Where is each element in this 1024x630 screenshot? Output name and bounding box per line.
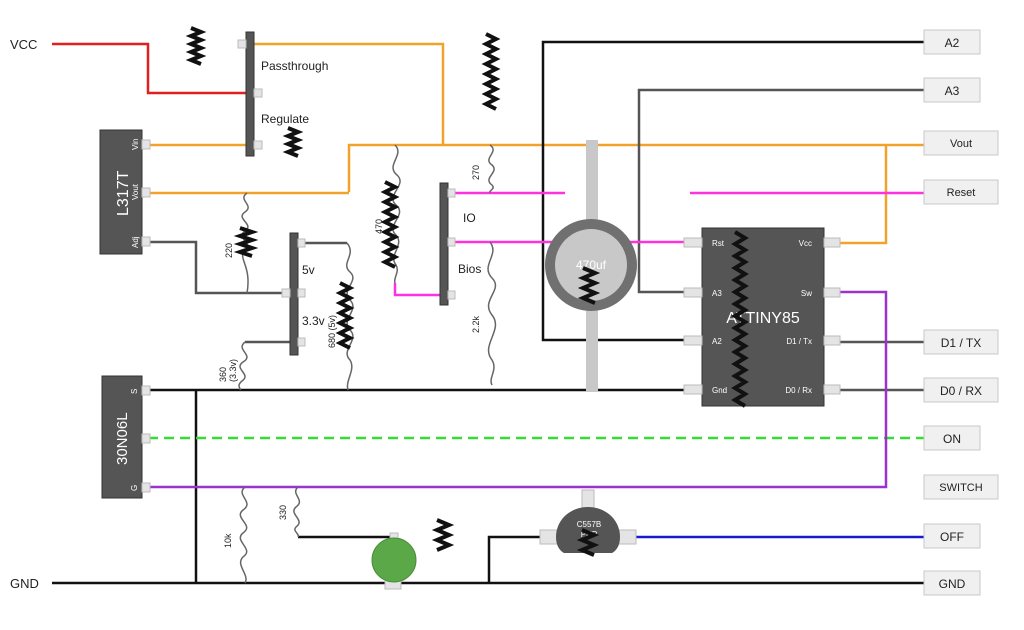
mcu-attiny85 xyxy=(683,227,841,407)
resistor-2k2-label: 2.2k xyxy=(471,315,481,333)
connector-vout-label: Vout xyxy=(950,138,972,150)
wire-vcc xyxy=(52,42,246,95)
connector-a2[interactable]: A2 xyxy=(923,29,981,55)
wire-vout-bus xyxy=(347,143,924,192)
wire-a2 xyxy=(541,40,924,342)
connector-d1-tx-label: D1 / TX xyxy=(941,336,981,350)
mcu-pin-sw: Sw xyxy=(801,289,812,298)
mcu-pin-gnd: Gnd xyxy=(712,386,727,395)
resistor-220-label: 220 xyxy=(224,243,234,258)
scribble-3 xyxy=(282,126,304,158)
resistor-360-label: 360(3.3v) xyxy=(218,359,238,382)
res-680 xyxy=(345,242,354,391)
connector-d1-tx[interactable]: D1 / TX xyxy=(923,329,999,355)
resistor-270-label: 270 xyxy=(471,165,481,180)
connector-vout[interactable]: Vout xyxy=(923,130,999,156)
scribble-8 xyxy=(731,230,749,408)
connector-off-label: OFF xyxy=(940,530,964,544)
capacitor-470uf xyxy=(545,140,637,392)
transistor-name: C557B xyxy=(577,520,601,529)
connector-on-label: ON xyxy=(943,432,961,446)
connector-reset-label: Reset xyxy=(947,187,976,199)
wires xyxy=(52,40,924,585)
status-led xyxy=(371,532,417,590)
mcu-pin-a3: A3 xyxy=(712,289,722,298)
io-bios-switch[interactable] xyxy=(439,182,456,306)
scribble-6 xyxy=(335,281,355,350)
scribble-2 xyxy=(481,32,501,111)
mcu-pin-a2: A2 xyxy=(712,337,722,346)
connector-gnd-label: GND xyxy=(939,577,966,591)
scribble-10 xyxy=(576,528,600,557)
voltage-select-switch[interactable] xyxy=(281,232,306,356)
mosfet-pin-g: G xyxy=(130,485,139,491)
resistor-10k-label: 10k xyxy=(223,533,233,548)
mosfet-pin-s: S xyxy=(130,389,139,394)
mosfet-name: 30N06L xyxy=(114,412,131,465)
mosfet-30n06l xyxy=(101,375,151,499)
connector-a3[interactable]: A3 xyxy=(923,77,981,103)
res-270 xyxy=(488,144,495,194)
res-330 xyxy=(293,486,301,538)
wire-switch xyxy=(148,290,888,489)
wire-io-link xyxy=(393,283,442,297)
connector-switch-label: SWITCH xyxy=(939,482,982,494)
connector-a3-label: A3 xyxy=(945,84,960,98)
connector-on[interactable]: ON xyxy=(923,425,981,451)
mcu-pin-d0: D0 / Rx xyxy=(785,386,812,395)
regulator-pin-adj: Adj xyxy=(131,236,140,248)
regulator-l317t xyxy=(99,129,151,255)
scribble-4 xyxy=(233,226,259,258)
resistor-330-label: 330 xyxy=(278,505,288,520)
connector-d0-rx[interactable]: D0 / RX xyxy=(923,377,999,403)
transistor-c557b xyxy=(539,489,637,553)
resistor-680-label: 680 (5v) xyxy=(327,315,337,348)
connector-gnd[interactable]: GND xyxy=(923,570,981,596)
res-2k2 xyxy=(487,241,497,386)
scribble-1 xyxy=(185,26,207,66)
bios-label: Bios xyxy=(458,262,481,276)
regulate-label: Regulate xyxy=(261,112,309,126)
scribble-marks xyxy=(185,26,749,557)
io-label: IO xyxy=(463,211,476,225)
voltage-5v-label: 5v xyxy=(302,263,315,277)
passthrough-label: Passthrough xyxy=(261,59,328,73)
voltage-33v-label: 3.3v xyxy=(302,314,325,328)
mcu-pin-d1: D1 / Tx xyxy=(786,337,812,346)
res-360 xyxy=(238,341,248,391)
scribble-5 xyxy=(380,180,400,269)
regulator-pin-in: Vin xyxy=(131,139,140,150)
mode-switch[interactable] xyxy=(237,31,263,157)
connector-reset[interactable]: Reset xyxy=(923,179,999,205)
scribble-9 xyxy=(431,518,455,552)
vcc-label: VCC xyxy=(10,37,37,52)
wire-pnp-gnd xyxy=(487,535,545,583)
wire-passthrough xyxy=(254,42,445,145)
mcu-pin-rst: Rst xyxy=(712,239,725,248)
connector-a2-label: A2 xyxy=(945,36,960,50)
mcu-pin-vcc: Vcc xyxy=(799,239,812,248)
regulator-name: L317T xyxy=(115,170,132,216)
connector-d0-rx-label: D0 / RX xyxy=(940,384,982,398)
scribble-7 xyxy=(577,266,601,305)
wire-vcc-mcu xyxy=(838,145,888,245)
res-10k xyxy=(239,486,248,584)
connector-switch[interactable]: SWITCH xyxy=(923,474,999,500)
res-470 xyxy=(392,144,401,284)
gnd-label: GND xyxy=(10,576,39,591)
resistor-470-label: 470 xyxy=(374,219,384,234)
regulator-pin-out: Vout xyxy=(131,183,140,200)
connector-off[interactable]: OFF xyxy=(923,523,981,549)
wire-adj xyxy=(148,240,290,295)
wire-a3 xyxy=(637,88,924,294)
